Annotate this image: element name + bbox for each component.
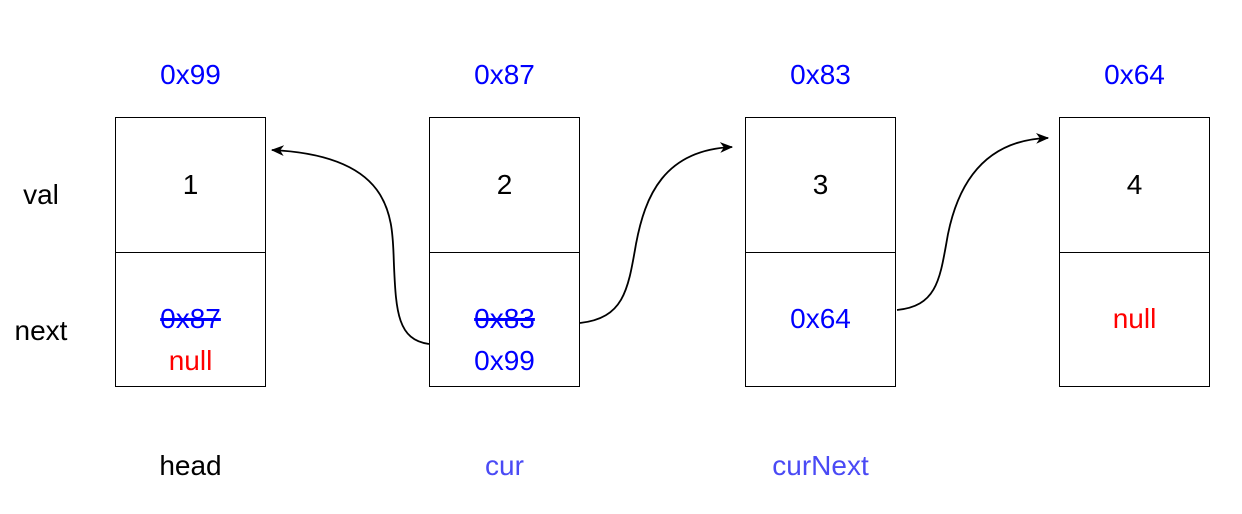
node-address: 0x99 bbox=[160, 59, 221, 90]
node-address: 0x87 bbox=[474, 59, 535, 90]
node-address: 0x64 bbox=[1104, 59, 1165, 90]
next-pointer: 0x64 bbox=[790, 302, 851, 334]
next-cell: null bbox=[1060, 251, 1209, 386]
row-label-next: next bbox=[14, 315, 68, 346]
next-cell: 0x64 bbox=[746, 251, 895, 386]
node-value: 2 bbox=[496, 168, 513, 200]
row-label-val: val bbox=[23, 179, 59, 210]
val-cell: 4 bbox=[1060, 118, 1209, 252]
list-node: 4 null bbox=[1059, 117, 1210, 387]
list-node: 3 0x64 bbox=[745, 117, 896, 387]
pointer-arrow-cur-to-curnext bbox=[579, 142, 734, 324]
next-pointer-stack: 0x87 null bbox=[160, 298, 221, 382]
list-node: 2 0x83 0x99 bbox=[429, 117, 580, 387]
variable-label-empty bbox=[1059, 448, 1210, 484]
val-cell: 1 bbox=[116, 118, 265, 252]
next-pointer-new: 0x99 bbox=[474, 344, 535, 376]
next-pointer-old: 0x83 bbox=[474, 302, 535, 334]
variable-label-curnext: curNext bbox=[772, 450, 869, 481]
val-cell: 3 bbox=[746, 118, 895, 252]
variable-label-cur: cur bbox=[485, 450, 524, 481]
node-value: 4 bbox=[1126, 168, 1143, 200]
next-pointer-old: 0x87 bbox=[160, 302, 221, 334]
next-cell: 0x83 0x99 bbox=[430, 251, 579, 386]
next-cell: 0x87 null bbox=[116, 251, 265, 386]
variable-label-head: head bbox=[159, 450, 222, 481]
node-value: 1 bbox=[182, 168, 199, 200]
list-node: 1 0x87 null bbox=[115, 117, 266, 387]
node-address: 0x83 bbox=[790, 59, 851, 90]
val-cell: 2 bbox=[430, 118, 579, 252]
next-pointer-stack: 0x83 0x99 bbox=[474, 298, 535, 382]
next-pointer: null bbox=[1112, 302, 1157, 334]
next-pointer-new: null bbox=[168, 344, 213, 376]
pointer-arrow-cur-to-head bbox=[270, 145, 430, 345]
node-value: 3 bbox=[812, 168, 829, 200]
pointer-arrow-curnext-to-last bbox=[896, 132, 1050, 311]
